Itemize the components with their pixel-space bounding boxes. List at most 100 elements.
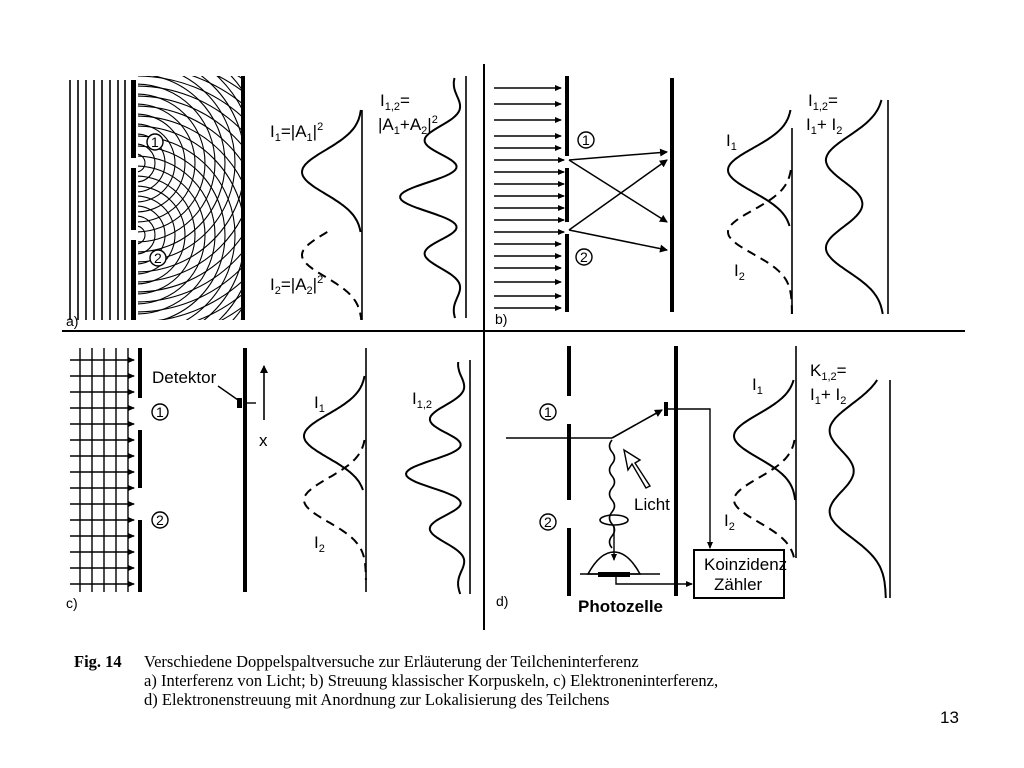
circular-wavefront — [138, 76, 242, 118]
photocell — [586, 551, 642, 575]
circular-wavefront — [138, 95, 242, 146]
circular-wavefront — [138, 135, 236, 320]
coincidence-curve — [828, 379, 887, 599]
caption-line-2: a) Interferenz von Licht; b) Streuung kl… — [74, 671, 934, 690]
circular-wavefront — [138, 93, 206, 233]
circular-wavefront — [157, 280, 242, 320]
slit-gap — [130, 230, 137, 240]
label-i2: I2=|A2|2 — [270, 274, 323, 297]
intensity-curve-i1 — [303, 375, 366, 491]
caption-line-3: d) Elektronenstreuung mit Anordnung zur … — [74, 690, 934, 709]
label-i1: I1 — [726, 131, 737, 153]
circular-wavefront — [138, 113, 186, 213]
label-i2: I2 — [724, 511, 735, 533]
screen — [670, 78, 674, 312]
intensity-curve-i2 — [301, 231, 363, 320]
panel-b: 1 2 I1 I2 I1,2= I1+ I2 b) — [494, 76, 889, 327]
circular-wavefront — [0, 0, 365, 392]
electron-beam-grid — [70, 348, 135, 592]
slit-wall — [567, 424, 571, 500]
slit-wall — [565, 234, 569, 312]
panel-c-letter: c) — [66, 595, 78, 611]
slit-1-marker — [539, 403, 557, 421]
circular-wavefront — [138, 153, 146, 173]
slit-1-marker — [146, 133, 164, 151]
label-i12: I1,2= — [808, 91, 838, 113]
circular-wavefront — [138, 165, 206, 305]
intensity-curve-sum — [824, 99, 884, 315]
counter-label-line2: Zähler — [714, 575, 763, 594]
circular-wavefront — [138, 76, 226, 253]
slit-2-number: 2 — [156, 512, 164, 528]
slit-wall — [138, 520, 142, 592]
circular-wavefront — [138, 123, 176, 203]
slit-2-marker — [539, 513, 557, 531]
slit-wall — [131, 80, 136, 320]
screen — [241, 76, 245, 320]
detector-pointer — [217, 385, 239, 401]
label-i1: I1=|A1|2 — [270, 121, 323, 144]
label-i1: I1 — [752, 375, 763, 397]
label-i12-formula: |A1+A2|2 — [378, 114, 438, 137]
slit-wall — [567, 528, 571, 596]
caption-title: Verschiedene Doppelspaltversuche zur Erl… — [144, 652, 639, 671]
label-i2: I2 — [734, 261, 745, 283]
label-k12: K1,2= — [810, 361, 847, 383]
counter-label-line1: Koinzidenz — [704, 555, 787, 574]
circular-wavefront — [138, 133, 166, 193]
slit-2-number: 2 — [154, 250, 162, 266]
slit-1-number: 1 — [582, 132, 590, 148]
label-i12: I1,2= — [380, 91, 410, 113]
scattered-trajectories — [568, 148, 668, 253]
slit-wall — [565, 76, 569, 156]
slit-wall — [565, 168, 569, 222]
detector — [664, 402, 668, 416]
circular-wavefront — [138, 185, 186, 285]
coincidence-counter-box — [693, 549, 785, 599]
slit-1-marker — [151, 403, 169, 421]
circular-wavefront — [138, 225, 146, 245]
light-label: Licht — [634, 495, 670, 514]
caption-line-1: Fig. 14 Verschiedene Doppelspaltversuche … — [74, 652, 934, 671]
scattered-electron-path — [611, 409, 663, 439]
label-i2: I2 — [314, 533, 325, 555]
circular-wavefront — [138, 83, 216, 243]
panel-b-letter: b) — [495, 311, 507, 327]
light-arrow — [622, 448, 652, 489]
circular-wavefront — [138, 175, 196, 295]
intensity-curve-i1 — [732, 379, 797, 501]
caption-panel-d: d) Elektronenstreuung mit Anordnung zur … — [144, 690, 610, 709]
slit-2-number: 2 — [544, 514, 552, 530]
slit-2-marker — [575, 248, 593, 266]
circular-wavefront — [0, 0, 355, 382]
circular-wavefront — [138, 76, 236, 263]
panel-d-letter: d) — [496, 593, 508, 609]
caption-panels-abc: a) Interferenz von Licht; b) Streuung kl… — [144, 671, 719, 690]
circular-wavefront — [0, 6, 365, 464]
panel-c: 1 2 Detektor x I1 I2 I1,2 c) — [66, 348, 471, 611]
label-i12-formula: I1+ I2 — [806, 115, 842, 137]
slit-2-number: 2 — [580, 249, 588, 265]
intensity-curve-i12 — [399, 77, 462, 319]
slit-1-number: 1 — [156, 404, 164, 420]
intensity-curve-i12 — [404, 361, 466, 595]
detector-label: Detektor — [152, 368, 217, 387]
intensity-curve-i1 — [726, 109, 792, 227]
figure-label: Fig. 14 — [74, 652, 122, 671]
slit-1-marker — [577, 131, 595, 149]
circular-wavefront — [138, 215, 156, 255]
photocell-signal-wire — [615, 577, 693, 587]
circular-wavefronts — [0, 0, 365, 464]
detector — [237, 398, 242, 408]
circular-wavefront — [197, 293, 242, 320]
particle-arrows — [494, 85, 565, 311]
circular-wavefront — [138, 143, 156, 183]
detector-signal-wire — [668, 408, 713, 549]
intensity-curve-i2 — [303, 439, 367, 580]
panel-a-letter: a) — [66, 313, 78, 329]
intensity-curve-i1 — [300, 109, 362, 233]
label-i1: I1 — [314, 393, 325, 415]
screen — [674, 346, 678, 596]
circular-wavefront — [138, 205, 166, 265]
circular-wavefront — [138, 103, 196, 223]
